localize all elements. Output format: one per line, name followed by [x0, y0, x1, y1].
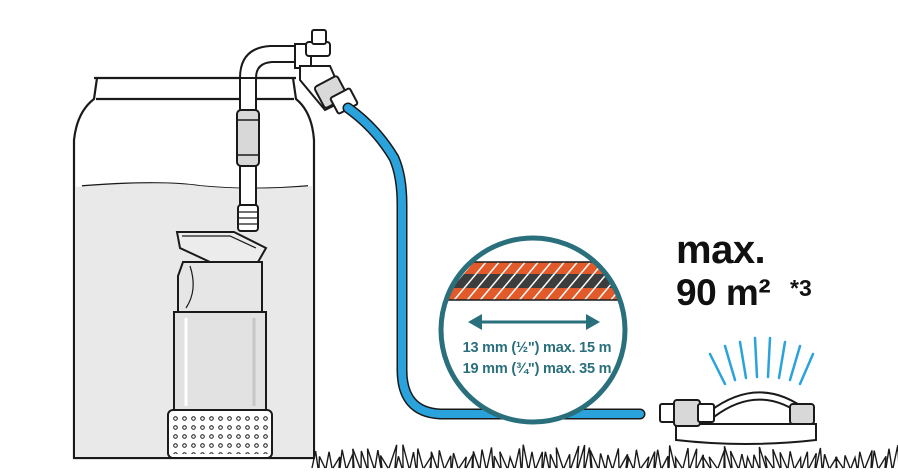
grass	[311, 444, 898, 469]
grass-tufts	[311, 444, 898, 469]
hose-spec-three-quarter-inch: 19 mm (¾") max. 35 m	[462, 361, 612, 377]
coverage-footnote: *3	[790, 275, 812, 301]
hose-tap-connector	[294, 29, 359, 115]
submersible-pump	[167, 45, 297, 459]
garden-hose	[342, 102, 646, 420]
coverage-max-label: max.	[676, 228, 766, 272]
coverage-area-label: 90 m²	[676, 272, 771, 313]
hose-spec-half-inch: 13 mm (½") max. 15 m	[462, 340, 612, 356]
hose-magnifier	[438, 235, 628, 425]
water-spray	[708, 336, 815, 386]
sprinkler	[659, 336, 817, 445]
length-arrow	[468, 314, 600, 330]
